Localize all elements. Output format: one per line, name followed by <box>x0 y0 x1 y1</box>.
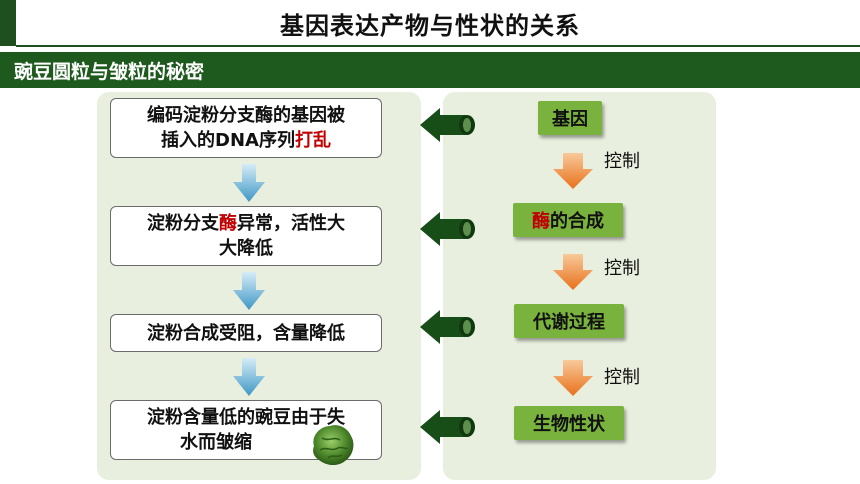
left-arrow-icon <box>420 310 475 344</box>
left-arrow-icon <box>420 108 475 142</box>
wrinkled-pea-image <box>313 425 354 466</box>
highlight-text: 酶 <box>219 213 237 234</box>
header-accent <box>0 0 16 46</box>
down-arrow-icon <box>553 254 593 290</box>
step-text: 淀粉合成受阻，含量降低 <box>147 322 345 344</box>
section-header: 豌豆圆粒与皱粒的秘密 <box>0 52 860 88</box>
step-text-line1: 淀粉分支酶异常，活性大 <box>111 211 381 236</box>
down-arrow-icon <box>233 272 265 310</box>
step-text: 水而皱缩 <box>180 432 252 453</box>
step-text: 淀粉含量低的豌豆由于失 <box>147 407 345 428</box>
highlight-text: 打乱 <box>294 130 331 151</box>
box-label: 生物性状 <box>533 414 605 435</box>
down-arrow-icon <box>233 164 265 202</box>
down-arrow-icon <box>233 358 265 396</box>
box-label: 基因 <box>552 109 588 130</box>
metabolism-box: 代谢过程 <box>514 304 624 338</box>
step-text-line2: 插入的DNA序列打乱 <box>111 128 381 153</box>
step-text-part: 淀粉分支 <box>147 213 219 234</box>
control-label: 控制 <box>604 151 640 172</box>
title-divider <box>16 45 860 47</box>
step-text-part: 异常，活性大 <box>237 213 345 234</box>
left-arrow-icon <box>420 410 475 444</box>
box-label: 代谢过程 <box>533 312 605 333</box>
step-text: 编码淀粉分支酶的基因被 <box>147 105 345 126</box>
step-box-starch-blocked: 淀粉合成受阻，含量降低 <box>110 314 382 352</box>
step-box-enzyme-abnormal: 淀粉分支酶异常，活性大 大降低 <box>110 206 382 266</box>
page-title: 基因表达产物与性状的关系 <box>280 11 580 40</box>
section-title: 豌豆圆粒与皱粒的秘密 <box>14 60 205 83</box>
trait-box: 生物性状 <box>514 406 624 440</box>
control-label: 控制 <box>604 258 640 279</box>
down-arrow-icon <box>553 360 593 396</box>
box-label: 的合成 <box>550 211 604 232</box>
down-arrow-icon <box>553 153 593 189</box>
step-box-gene-disrupted: 编码淀粉分支酶的基因被 插入的DNA序列打乱 <box>110 98 382 158</box>
step-text-part: 插入的DNA序列 <box>161 130 295 151</box>
control-label: 控制 <box>604 367 640 388</box>
step-text: 大降低 <box>219 238 273 259</box>
left-arrow-icon <box>420 212 475 246</box>
enzyme-synthesis-box: 酶的合成 <box>513 203 623 237</box>
gene-box: 基因 <box>538 101 602 135</box>
highlight-text: 酶 <box>532 211 550 232</box>
